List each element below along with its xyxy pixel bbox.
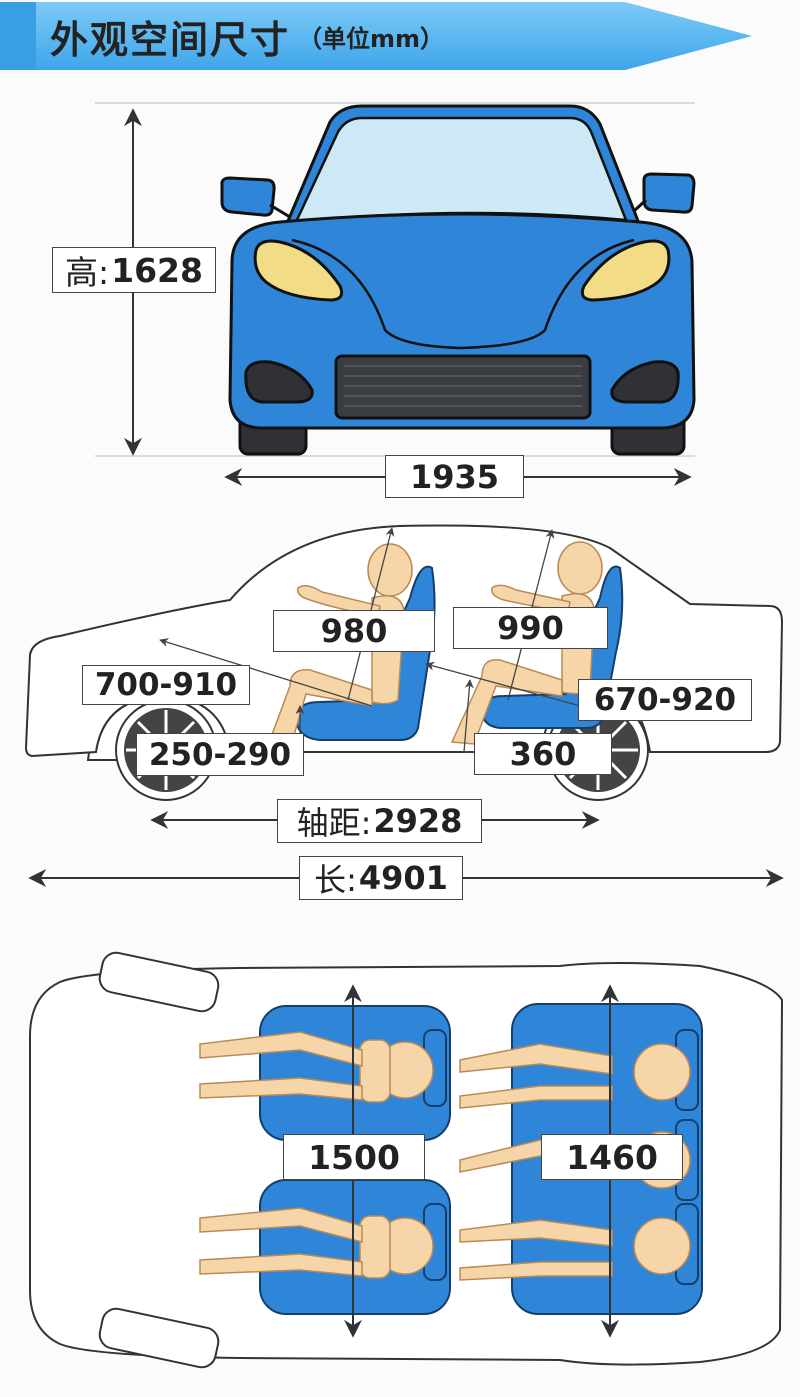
length-label: 长: 4901 — [299, 856, 463, 900]
front-headroom-value: 980 — [320, 612, 388, 650]
rear-legroom-label: 670-920 — [578, 679, 752, 721]
height-label-prefix: 高: — [65, 253, 110, 292]
height-label-value: 1628 — [111, 250, 203, 290]
width-label-value: 1935 — [409, 457, 500, 496]
title-unit: （单位mm） — [298, 24, 445, 53]
rear-shoulder-value: 1460 — [566, 1137, 658, 1177]
rear-shoulder-label: 1460 — [541, 1134, 683, 1180]
rear-knee-value: 360 — [509, 735, 577, 773]
width-label: 1935 — [385, 455, 524, 498]
front-seat-height-value: 250-290 — [148, 736, 292, 773]
rear-legroom-arrow — [425, 661, 589, 709]
title-banner — [0, 2, 752, 70]
title-main: 外观空间尺寸 — [50, 17, 291, 62]
wheelbase-label-value: 2928 — [373, 802, 463, 840]
front-view-car — [95, 102, 696, 486]
wheelbase-label: 轴距: 2928 — [277, 799, 482, 843]
front-legroom-label: 700-910 — [82, 665, 250, 705]
rear-headroom-label: 990 — [453, 607, 608, 649]
front-legroom-value: 700-910 — [94, 667, 238, 703]
front-seat-height-label: 250-290 — [136, 733, 304, 776]
rear-knee-label: 360 — [474, 733, 612, 775]
front-shoulder-value: 1500 — [308, 1137, 400, 1177]
rear-legroom-value: 670-920 — [593, 682, 737, 718]
length-label-prefix: 长: — [314, 861, 357, 899]
front-legroom-arrow — [159, 638, 373, 707]
length-label-value: 4901 — [358, 859, 448, 897]
front-shoulder-label: 1500 — [283, 1134, 425, 1180]
rear-knee-arrow — [463, 679, 474, 753]
height-label: 高: 1628 — [52, 247, 216, 293]
front-headroom-label: 980 — [273, 610, 435, 652]
rear-headroom-value: 990 — [497, 609, 564, 647]
page-title: 外观空间尺寸 （单位mm） — [50, 4, 444, 68]
wheelbase-label-prefix: 轴距: — [296, 804, 372, 842]
